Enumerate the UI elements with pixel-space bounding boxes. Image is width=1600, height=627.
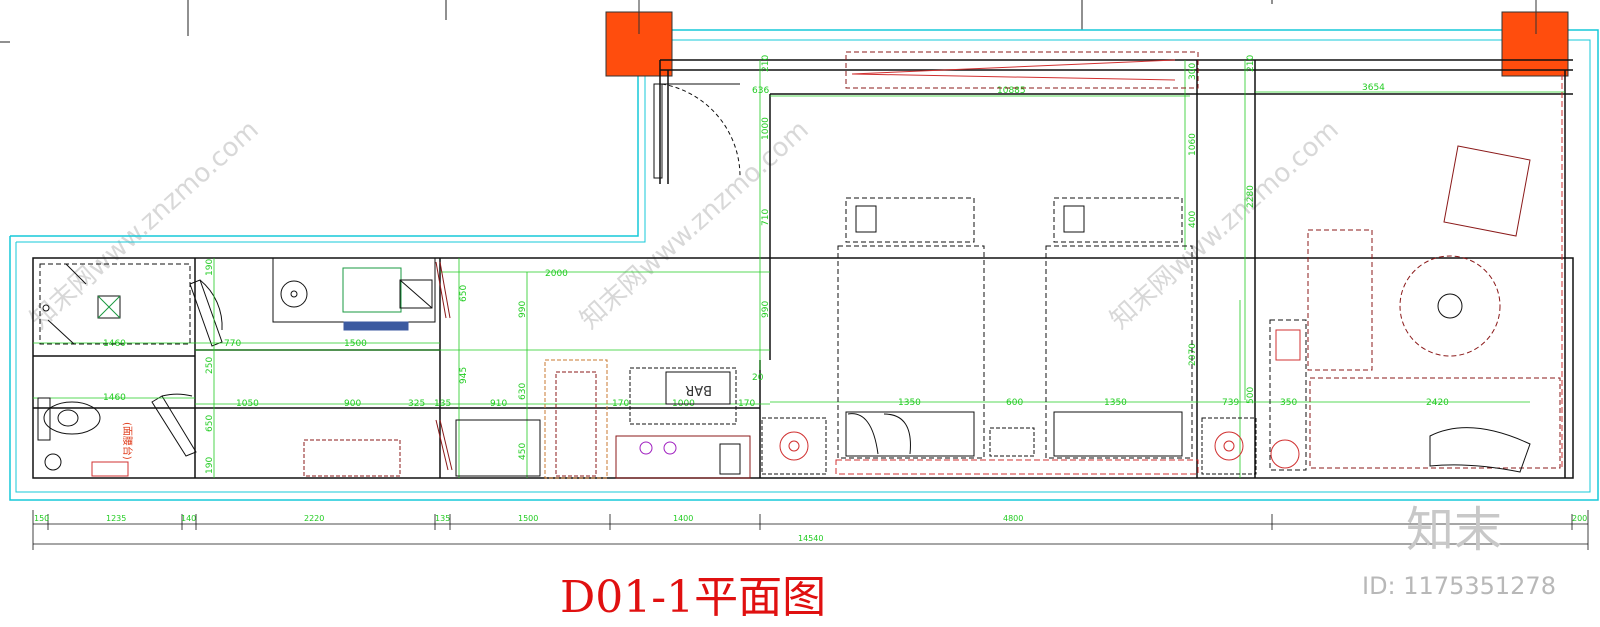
dim-label: 190 [205,457,215,474]
exterior-outline-inner [15,39,1591,493]
dim-label: 325 [408,399,425,409]
dim-label: 210 [1246,55,1256,72]
dimension-lines [33,60,1565,478]
bathroom-fixtures [37,263,191,477]
dim-label: 135 [434,399,451,409]
dimension-labels-left: 190 1460 770 1500 650 2000 990 250 1460 … [103,259,764,474]
dimension-labels-room: 1350 600 1350 739 500 350 2420 [898,387,1449,408]
dim-label: 900 [344,399,361,409]
dim-label: 350 [1280,398,1297,408]
dim-label: 710 [761,209,771,226]
dim-label: 990 [761,301,771,318]
dim-label: 250 [205,357,215,374]
dim-label: 1400 [673,514,693,523]
dim-label: 140 [181,514,196,523]
dim-label: 1500 [518,514,538,523]
dim-label: 1460 [103,393,126,403]
bar-label: BAR [685,382,712,397]
dim-label: 1050 [236,399,259,409]
dim-label: 1350 [898,398,921,408]
dim-label: 10885 [997,86,1026,96]
exterior-outline [9,29,1599,501]
drawing-title: D01-1平面图 [560,572,826,623]
doors [151,83,741,457]
sheet-ticks [0,0,1273,43]
dim-label: 2070 [1188,343,1198,366]
brand-logo: 知末 [1406,502,1502,558]
dimension-chain [32,510,1589,550]
dim-label: 200 [1572,514,1587,523]
dim-label: 1235 [106,514,126,523]
image-id-label: ID: 1175351278 [1362,572,1556,600]
dim-label: 2000 [545,269,568,279]
dim-label: 135 [435,514,450,523]
bar-counter [615,367,751,479]
watermark-text: 知末网www.znzmo.com [25,115,265,335]
dim-label: 500 [1246,387,1256,404]
fitting-label: (面腰台) [121,422,134,460]
dim-label-total: 14540 [798,534,823,543]
dim-label: 990 [518,301,528,318]
bed-right [1045,197,1193,459]
dim-label: 170 [738,399,755,409]
nightstands [761,417,1300,475]
dim-label: 1060 [1188,133,1198,156]
dim-label: 4800 [1003,514,1023,523]
dim-label: 1000 [761,117,771,140]
window-curtain [835,51,1199,475]
dim-label: 636 [752,86,769,96]
watermark-text: 知末网www.znzmo.com [1105,115,1345,335]
dim-label: 739 [1222,398,1239,408]
dim-label: 2420 [1426,398,1449,408]
dim-label: 1500 [344,339,367,349]
wall-hatch [435,261,453,471]
dim-label: 650 [459,285,469,302]
vanity-counter [272,257,436,331]
watermark-layer: 知末网www.znzmo.com 知末网www.znzmo.com 知末网www… [25,115,1345,335]
walls [32,59,1574,479]
dim-label: 2220 [304,514,324,523]
dim-label: 150 [34,514,49,523]
dim-label: 170 [612,399,629,409]
dim-label: 770 [224,339,241,349]
dim-label: 1350 [1104,398,1127,408]
dim-label: 2280 [1246,185,1256,208]
dimension-labels-top: 210 636 1000 710 990 10885 300 1060 400 … [752,55,1385,366]
dim-label: 630 [518,383,528,400]
dim-label: 600 [1006,398,1023,408]
dim-label: 190 [205,259,215,276]
dim-label: 945 [459,367,469,384]
structural-column [1501,11,1569,77]
watermark-text: 知末网www.znzmo.com [575,115,815,335]
dim-label: 20 [752,373,764,383]
dim-label: 3654 [1362,83,1385,93]
dim-label: 210 [761,55,771,72]
dim-label: 400 [1188,211,1198,228]
wardrobe [303,359,608,479]
bed-left [837,197,985,459]
dim-label: 300 [1188,63,1198,80]
lounge-furniture [1269,74,1563,473]
bottom-dimension-labels: 150 1235 140 2220 135 1500 1400 4800 200… [34,514,1587,543]
dim-label: 910 [490,399,507,409]
dim-label: 650 [205,415,215,432]
dim-label: 450 [518,443,528,460]
